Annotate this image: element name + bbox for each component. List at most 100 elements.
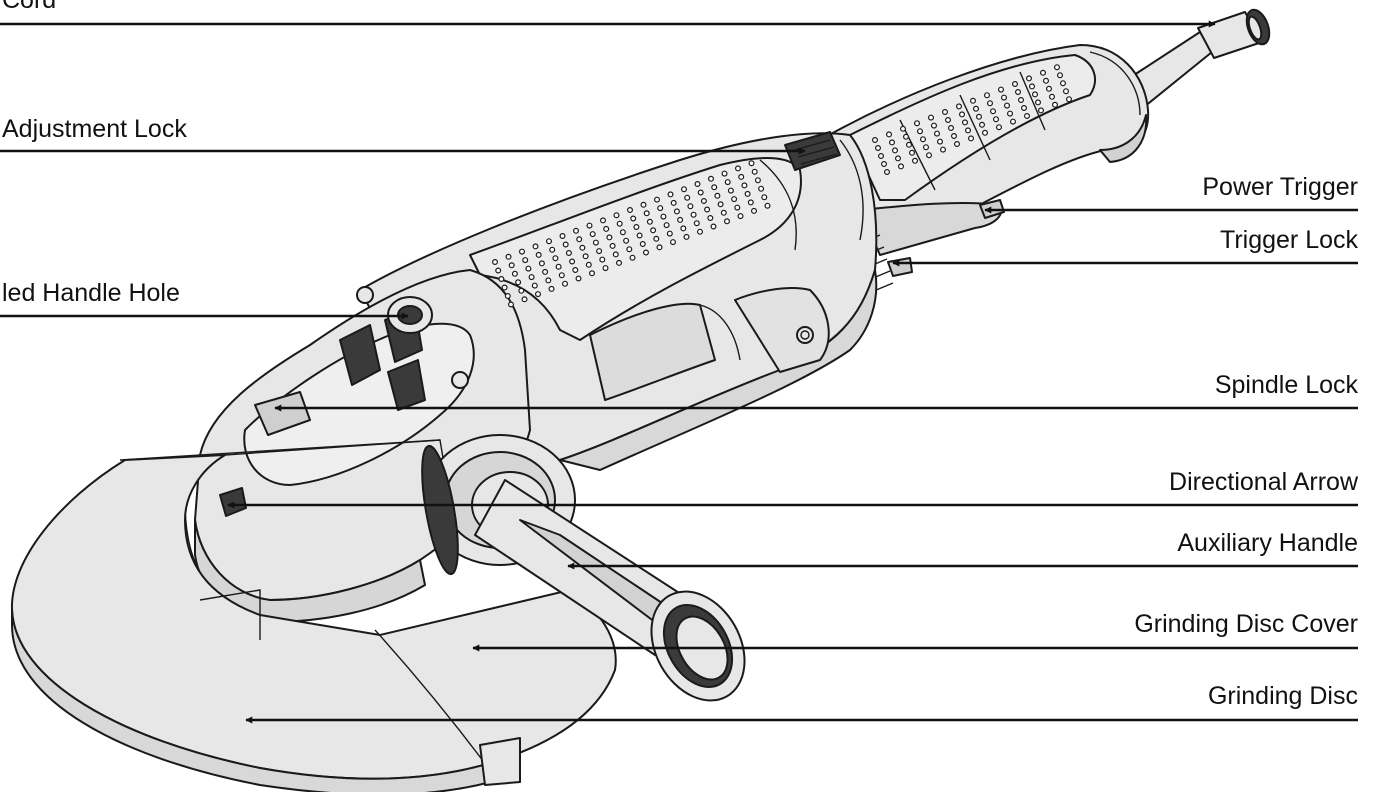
grip-dot: [615, 259, 622, 266]
grip-dot: [747, 199, 754, 206]
grip-dot: [666, 230, 673, 237]
grip-dot: [986, 100, 993, 107]
grip-dot: [572, 227, 579, 234]
grip-dot: [744, 190, 751, 197]
grip-dot: [933, 130, 940, 137]
grip-dot: [711, 184, 718, 191]
grip-dot: [871, 137, 878, 144]
grip-dot: [561, 280, 568, 287]
grip-dot: [525, 265, 532, 272]
grip-dot: [874, 145, 881, 152]
grip-dot: [734, 204, 741, 211]
grip-dot: [694, 181, 701, 188]
grip-dot: [639, 241, 646, 248]
grip-dot: [961, 119, 968, 126]
grip-dot: [953, 141, 960, 148]
grip-dot: [983, 92, 990, 99]
grip-dot: [734, 165, 741, 172]
grip-dot: [545, 238, 552, 245]
label-directional-arrow: Directional Arrow: [1169, 468, 1359, 496]
grip-dot: [518, 248, 525, 255]
grip-dot: [1006, 110, 1013, 117]
grip-dot: [599, 256, 606, 263]
label-grinding-disc: Grinding Disc: [1208, 682, 1358, 710]
grip-dot: [899, 125, 906, 132]
grip-dot: [636, 232, 643, 239]
label-power-trigger: Power Trigger: [1202, 173, 1358, 201]
grip-texture-dots: [492, 64, 1072, 308]
grip-dot: [588, 270, 595, 277]
grip-dot: [883, 169, 890, 176]
grip-dot: [629, 254, 636, 261]
grip-dot: [727, 187, 734, 194]
grip-dot: [947, 124, 954, 131]
grip-dot: [623, 237, 630, 244]
label-trigger-lock: Trigger Lock: [1220, 226, 1359, 254]
callout-power-trigger: Power Trigger: [984, 173, 1358, 214]
grip-dot: [518, 287, 525, 294]
grip-dot: [1056, 72, 1063, 79]
grip-dot: [1053, 64, 1060, 71]
callout-handle-hole: led Handle Hole: [0, 279, 409, 320]
grip-dot: [504, 293, 511, 300]
callout-auxiliary-handle: Auxiliary Handle: [567, 529, 1358, 570]
grip-dot: [989, 108, 996, 115]
grip-dot: [700, 198, 707, 205]
grip-dot: [724, 179, 731, 186]
grip-dot: [707, 175, 714, 182]
grip-dot: [657, 205, 664, 212]
grip-dot: [717, 201, 724, 208]
grip-dot: [741, 182, 748, 189]
callout-grinding-disc: Grinding Disc: [245, 682, 1358, 724]
grip-dot: [528, 274, 535, 281]
grip-dot: [613, 212, 620, 219]
grip-dot: [609, 242, 616, 249]
grip-dot: [687, 203, 694, 210]
grip-dot: [562, 241, 569, 248]
grip-dot: [905, 141, 912, 148]
grip-dot: [902, 133, 909, 140]
grip-dot: [1028, 83, 1035, 90]
grip-dot: [1017, 96, 1024, 103]
grip-dot: [1059, 80, 1066, 87]
grip-dot: [737, 213, 744, 220]
grip-dot: [555, 263, 562, 270]
grip-dot: [751, 168, 758, 175]
grip-dot: [913, 120, 920, 127]
grip-dot: [522, 257, 529, 264]
grip-dot: [640, 201, 647, 208]
grip-dot: [761, 194, 768, 201]
grip-dot: [508, 262, 515, 269]
grip-dot: [630, 215, 637, 222]
grip-dot: [748, 160, 755, 167]
grip-dot: [764, 202, 771, 209]
grip-dot: [714, 192, 721, 199]
grip-dot: [693, 220, 700, 227]
grip-dot: [975, 113, 982, 120]
grip-dot: [535, 251, 542, 258]
grip-dot: [656, 244, 663, 251]
disc-guard: [10, 439, 617, 792]
grip-dot: [958, 111, 965, 118]
grip-dot: [939, 146, 946, 153]
grip-dot: [670, 199, 677, 206]
label-handle-hole: led Handle Hole: [2, 279, 180, 307]
angle-grinder-illustration: [10, 8, 1271, 792]
grip-dot: [1062, 88, 1069, 95]
label-grinding-disc-cover: Grinding Disc Cover: [1134, 610, 1358, 638]
grip-dot: [731, 196, 738, 203]
grip-dot: [599, 217, 606, 224]
grip-dot: [908, 149, 915, 156]
grip-dot: [978, 121, 985, 128]
grip-dot: [888, 139, 895, 146]
label-spindle-lock: Spindle Lock: [1215, 371, 1359, 399]
grip-dot: [1014, 88, 1021, 95]
grip-dot: [515, 279, 522, 286]
grip-dot: [532, 243, 539, 250]
grip-dot: [1065, 96, 1072, 103]
grip-dot: [579, 244, 586, 251]
callout-directional-arrow: Directional Arrow: [227, 468, 1359, 509]
grip-dot: [972, 105, 979, 112]
grip-dot: [653, 235, 660, 242]
grip-dot: [565, 250, 572, 257]
